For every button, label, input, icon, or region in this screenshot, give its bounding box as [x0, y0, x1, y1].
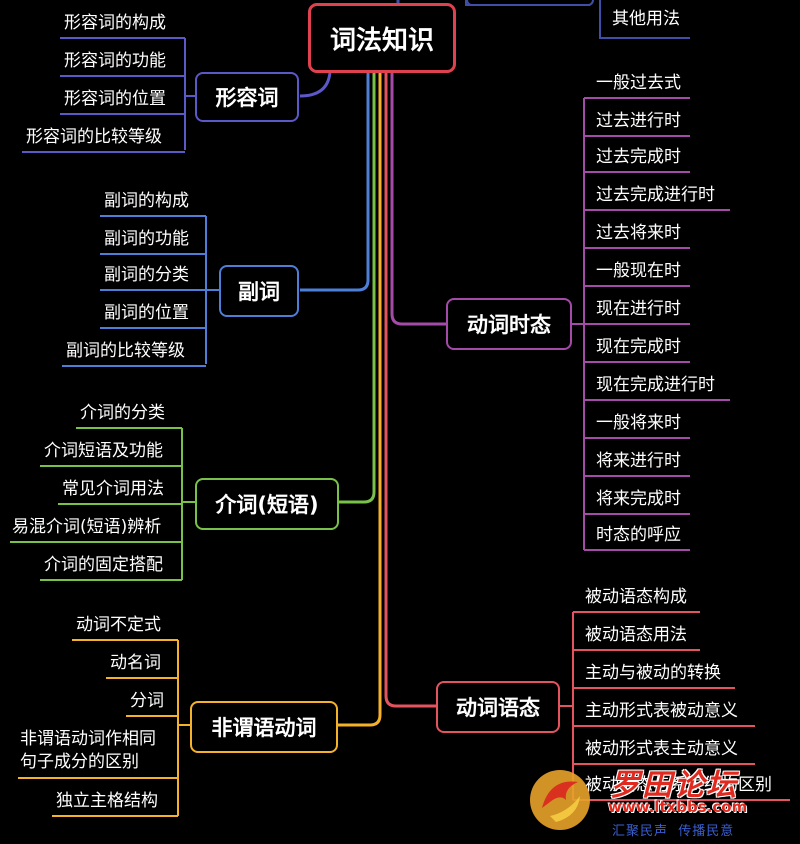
leaf-participle[interactable]: 分词 [130, 691, 164, 711]
leaf-voice-3[interactable]: 主动与被动的转换 [585, 663, 721, 683]
leaf-tense-6[interactable]: 一般现在时 [596, 261, 681, 281]
leaf-tense-7[interactable]: 现在进行时 [596, 299, 681, 319]
leaf-absolute-construction[interactable]: 独立主格结构 [56, 791, 158, 811]
root-node[interactable]: 词法知识 [308, 3, 456, 73]
leaf-preposition-fixed-collocation[interactable]: 介词的固定搭配 [44, 555, 163, 575]
leaf-tense-12[interactable]: 将来完成时 [596, 489, 681, 509]
watermark-slogan: 汇聚民声 传播民意 [612, 824, 735, 839]
leaf-tense-2[interactable]: 过去进行时 [596, 111, 681, 131]
leaf-other-usage[interactable]: 其他用法 [612, 9, 680, 29]
leaf-adverb-position[interactable]: 副词的位置 [104, 303, 189, 323]
leaf-gerund[interactable]: 动名词 [110, 653, 161, 673]
leaf-adverb-classification[interactable]: 副词的分类 [104, 265, 189, 285]
leaf-preposition-phrase-function[interactable]: 介词短语及功能 [44, 441, 163, 461]
leaf-nonfinite-comparison[interactable]: 非谓语动词作相同句子成分的区别 [20, 729, 156, 772]
branch-verb-tense[interactable]: 动词时态 [446, 298, 572, 350]
leaf-tense-11[interactable]: 将来进行时 [596, 451, 681, 471]
leaf-adjective-comparison[interactable]: 形容词的比较等级 [26, 127, 162, 147]
leaf-tense-10[interactable]: 一般将来时 [596, 413, 681, 433]
leaf-tense-9[interactable]: 现在完成进行时 [596, 375, 715, 395]
leaf-tense-13[interactable]: 时态的呼应 [596, 525, 681, 545]
leaf-tense-1[interactable]: 一般过去式 [596, 73, 681, 93]
leaf-voice-1[interactable]: 被动语态构成 [585, 587, 687, 607]
leaf-adjective-position[interactable]: 形容词的位置 [64, 89, 166, 109]
watermark-title: 罗田论坛 [610, 768, 738, 803]
phoenix-logo-icon [530, 770, 590, 830]
leaf-preposition-confusable[interactable]: 易混介词(短语)辨析 [12, 517, 162, 537]
branch-preposition[interactable]: 介词(短语) [195, 478, 339, 530]
leaf-voice-2[interactable]: 被动语态用法 [585, 625, 687, 645]
watermark-logo: 罗田论坛 www.ltxbbs.com 汇聚民声 传播民意 [520, 760, 800, 844]
leaf-adverb-function[interactable]: 副词的功能 [104, 229, 189, 249]
branch-adjective[interactable]: 形容词 [195, 72, 299, 122]
leaf-preposition-common-usage[interactable]: 常见介词用法 [62, 479, 164, 499]
leaf-tense-5[interactable]: 过去将来时 [596, 223, 681, 243]
leaf-tense-4[interactable]: 过去完成进行时 [596, 185, 715, 205]
branch-verb-voice[interactable]: 动词语态 [436, 681, 560, 733]
leaf-voice-6[interactable]: 被动语态与系表结构区别 [585, 775, 772, 795]
leaf-adjective-formation[interactable]: 形容词的构成 [64, 13, 166, 33]
leaf-adverb-comparison[interactable]: 副词的比较等级 [66, 341, 185, 361]
branch-nonfinite-verb[interactable]: 非谓语动词 [190, 701, 338, 753]
branch-adverb[interactable]: 副词 [219, 265, 299, 317]
leaf-voice-5[interactable]: 被动形式表主动意义 [585, 739, 738, 759]
leaf-tense-8[interactable]: 现在完成时 [596, 337, 681, 357]
watermark-url: www.ltxbbs.com [608, 798, 748, 816]
leaf-preposition-classification[interactable]: 介词的分类 [80, 403, 165, 423]
leaf-voice-4[interactable]: 主动形式表被动意义 [585, 701, 738, 721]
leaf-adverb-formation[interactable]: 副词的构成 [104, 191, 189, 211]
leaf-adjective-function[interactable]: 形容词的功能 [64, 51, 166, 71]
leaf-tense-3[interactable]: 过去完成时 [596, 147, 681, 167]
top-fragment-box [466, 0, 594, 6]
leaf-infinitive[interactable]: 动词不定式 [76, 615, 161, 635]
